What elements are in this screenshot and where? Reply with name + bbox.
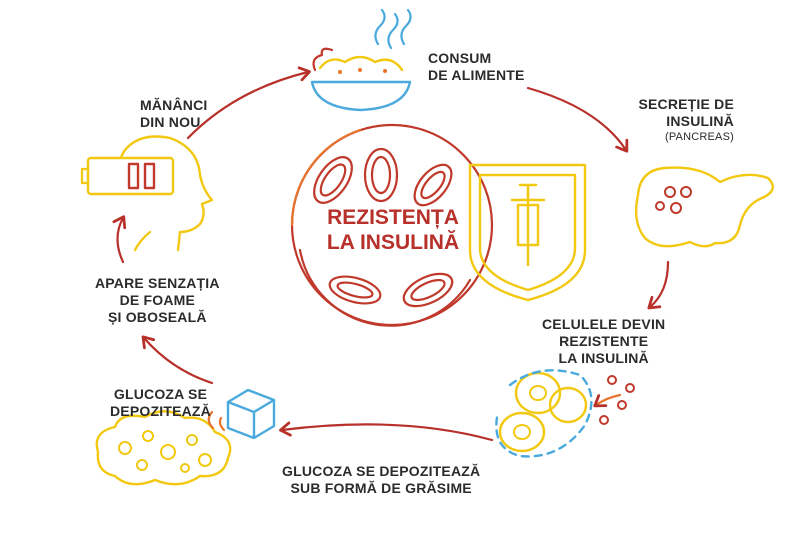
arrow-pancreas-to-celulele (647, 260, 670, 310)
label-depoziteaza: GLUCOZA SE DEPOZITEAZĂ (110, 386, 211, 419)
pancreas-icon (634, 166, 774, 248)
battery-low-icon (80, 156, 175, 196)
arrow-depoziteaza-to-foame (141, 335, 214, 385)
label-secretie: SECREȚIE DE INSULINĂ (PANCREAS) (638, 96, 734, 143)
label-celulele: CELULELE DEVIN REZISTENTE LA INSULINĂ (542, 316, 666, 366)
arrow-foame-to-nou (112, 215, 127, 264)
blood-cells-icon (290, 123, 494, 327)
cycle-arrows (112, 66, 670, 442)
title-line-2: LA INSULINĂ (326, 231, 460, 254)
label-grasime: GLUCOZA SE DEPOZITEAZĂ SUB FORMĂ DE GRĂS… (282, 463, 481, 496)
title-line-1: REZISTENȚA (327, 206, 459, 229)
diagram-title: REZISTENȚA LA INSULINĂ (318, 205, 468, 255)
sugar-cube-icon (226, 388, 276, 440)
fat-cells-icon (95, 410, 232, 486)
food-bowl-icon (310, 8, 412, 112)
resistant-cells-icon (495, 369, 635, 458)
label-foame: APARE SENZAȚIA DE FOAME ȘI OBOSEALĂ (95, 275, 220, 325)
arrow-celulele-to-grasime (279, 421, 494, 442)
shield-syringe-icon (468, 163, 587, 302)
arrow-nou-to-consum (186, 66, 311, 140)
arrow-consum-to-secretie (526, 86, 629, 153)
label-nou: MĂNÂNCI DIN NOU (140, 97, 208, 130)
label-consum: CONSUM DE ALIMENTE (428, 50, 525, 83)
